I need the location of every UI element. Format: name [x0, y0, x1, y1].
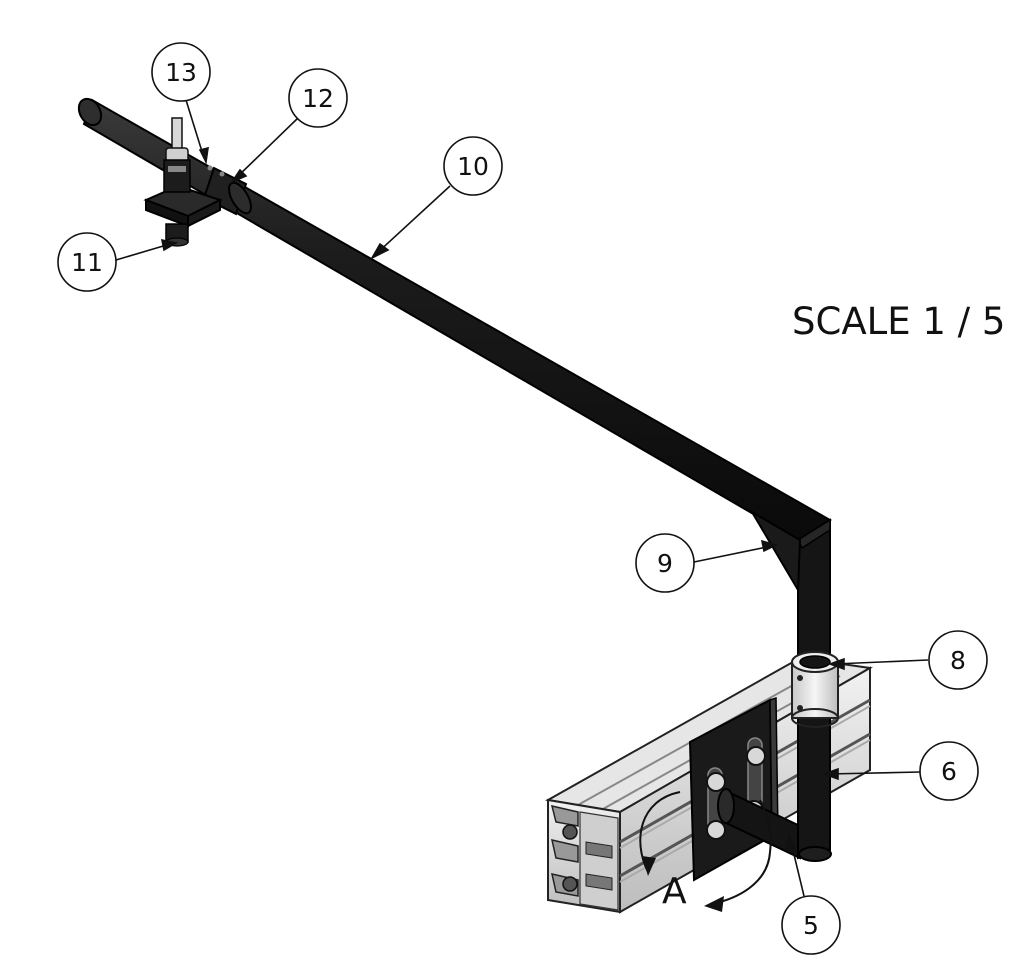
stub-tube [717, 788, 801, 860]
svg-text:10: 10 [457, 152, 489, 181]
balloon-12: 12 [288, 68, 348, 128]
balloon-10: 10 [443, 136, 503, 196]
balloon-11: 11 [57, 232, 117, 292]
tube-clamp [791, 651, 839, 728]
balloon-9: 9 [635, 533, 695, 593]
svg-text:13: 13 [165, 58, 197, 87]
balloon-6: 6 [919, 741, 979, 801]
svg-text:6: 6 [941, 757, 957, 786]
sensor-body [163, 117, 191, 247]
rotation-arrow-a: A [639, 791, 772, 912]
view-letter-a: A [662, 871, 687, 912]
svg-text:8: 8 [950, 646, 966, 675]
balloon-8: 8 [928, 630, 988, 690]
leader-lines [115, 99, 929, 897]
gusset-plate [749, 509, 802, 594]
sensor-bracket [143, 184, 223, 228]
svg-text:11: 11 [71, 248, 103, 277]
svg-text:5: 5 [803, 911, 819, 940]
svg-text:12: 12 [302, 84, 334, 113]
balloon-5: 5 [781, 895, 841, 955]
svg-text:9: 9 [657, 549, 673, 578]
scale-label: SCALE 1 / 5 [792, 300, 1006, 343]
balloon-13: 13 [151, 42, 211, 102]
